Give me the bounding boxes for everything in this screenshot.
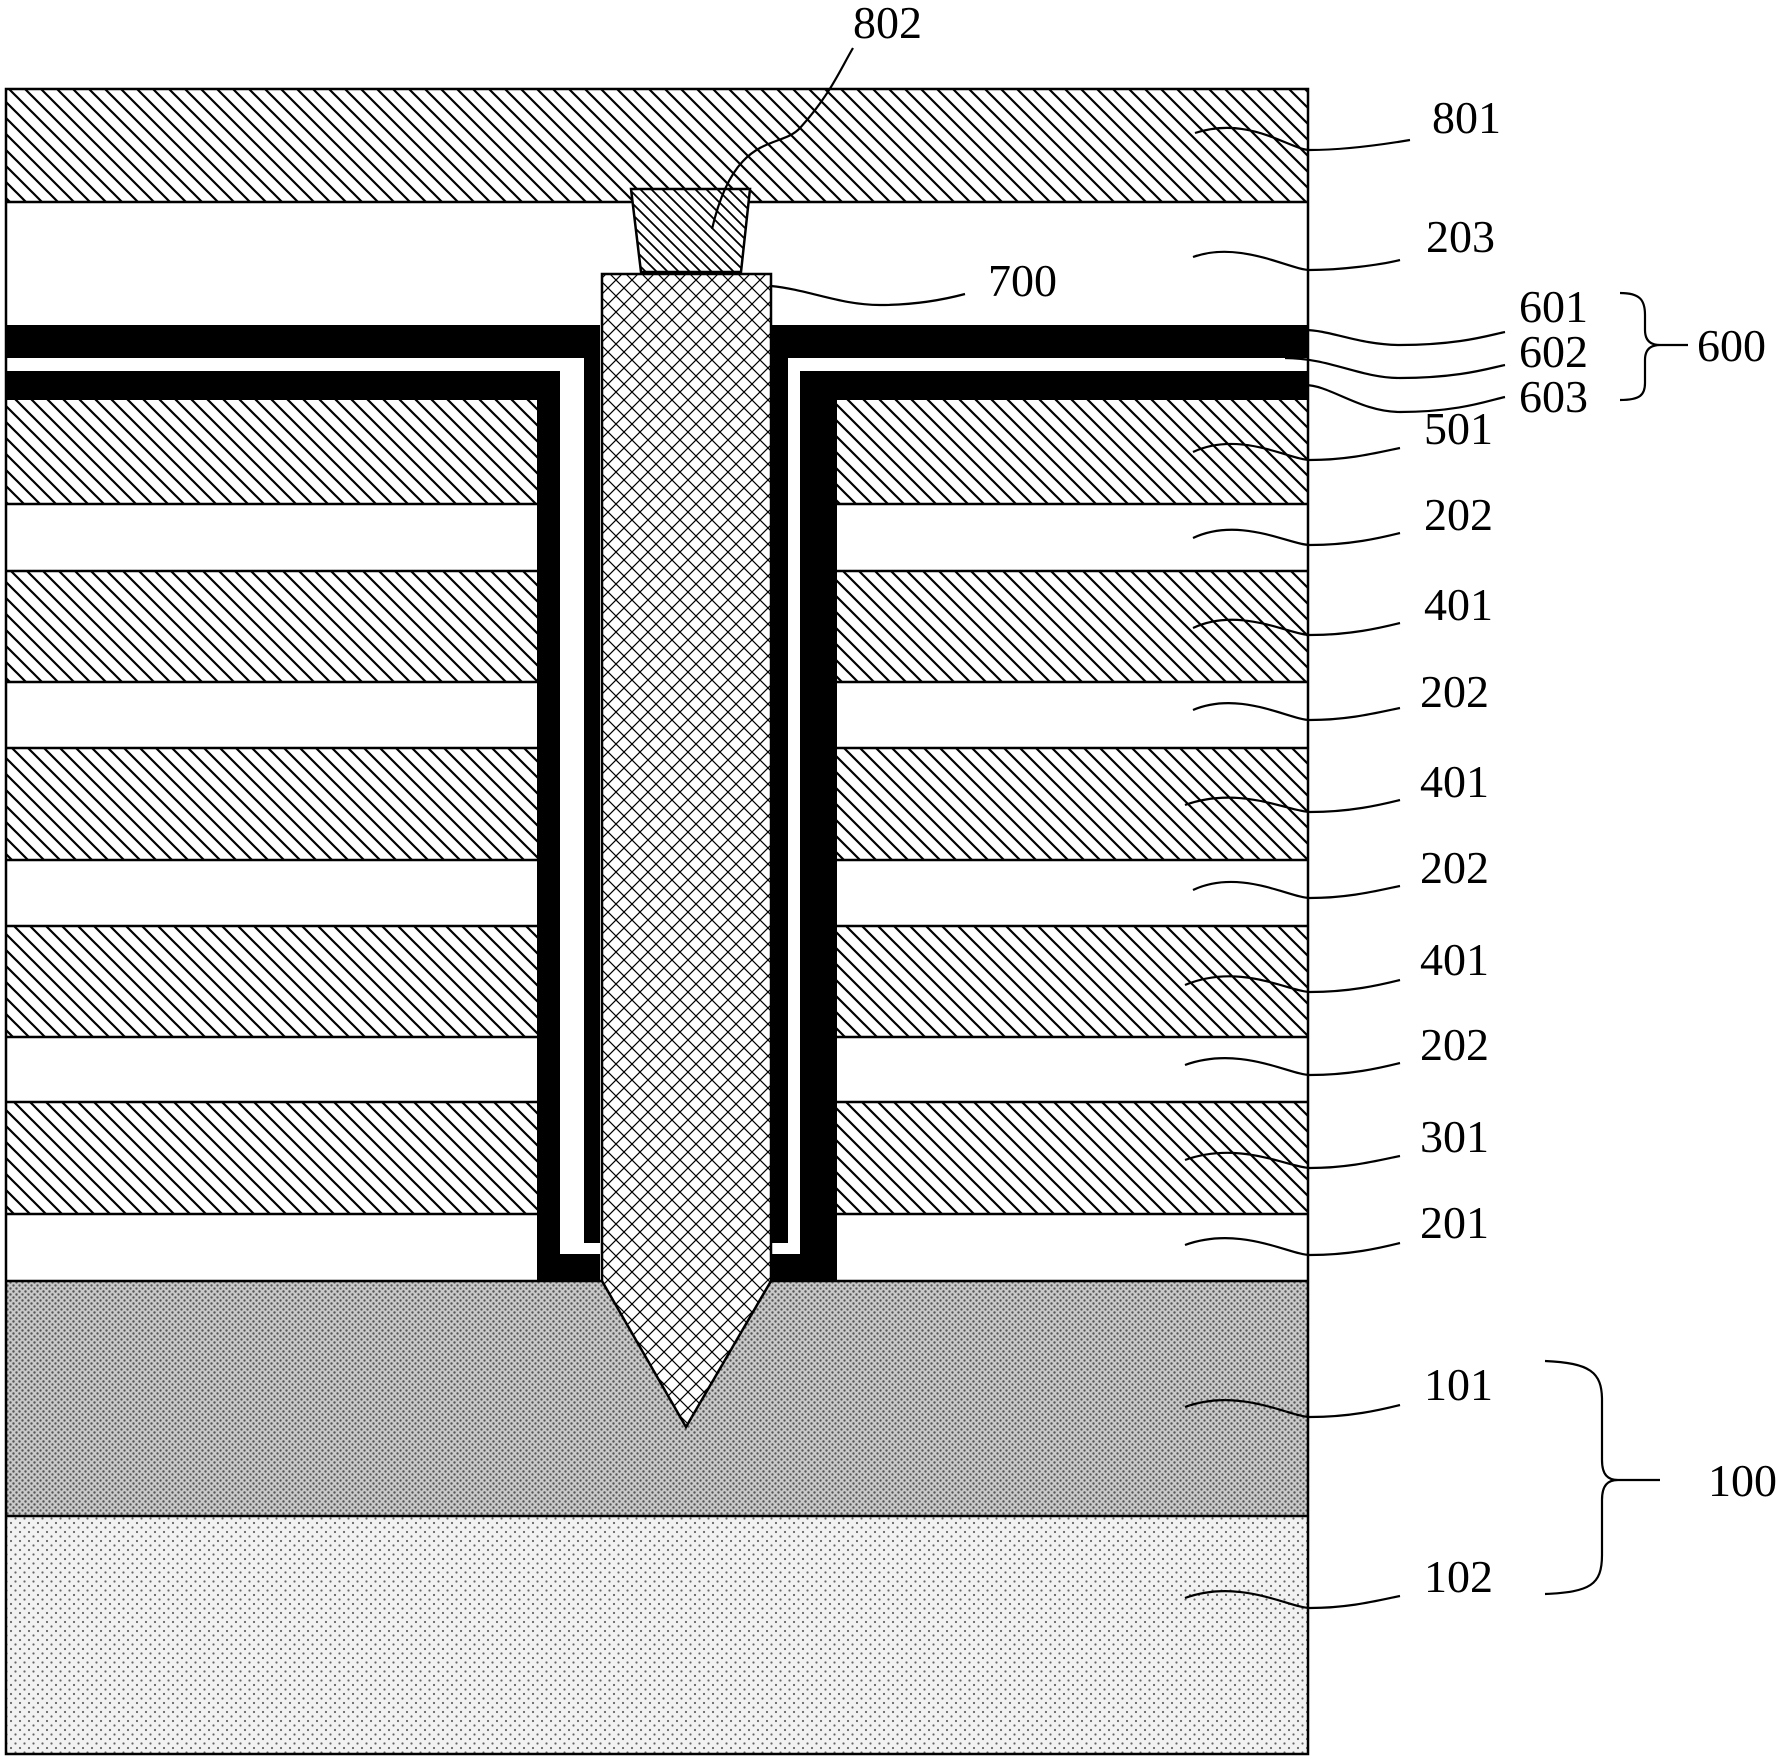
layer-201-left — [6, 1214, 537, 1281]
layer-202-left-c — [6, 860, 537, 926]
label-202-c: 202 — [1420, 842, 1489, 893]
layer-401-right-a — [837, 571, 1308, 682]
layer-801 — [6, 89, 1308, 202]
label-201: 201 — [1420, 1197, 1489, 1248]
layer-202-right-a — [837, 504, 1308, 571]
brace-600 — [1619, 291, 1661, 402]
label-601: 601 — [1519, 281, 1588, 332]
label-203: 203 — [1426, 211, 1495, 262]
layer-501-right — [837, 400, 1308, 504]
layer-202-right-b — [837, 682, 1308, 748]
layer-202-left-a — [6, 504, 537, 571]
label-401-b: 401 — [1420, 756, 1489, 807]
layer-603 — [6, 371, 1308, 1281]
layer-501-left — [6, 400, 537, 504]
label-501: 501 — [1424, 403, 1493, 454]
layer-boundaries — [6, 502, 1308, 1518]
label-102: 102 — [1424, 1551, 1493, 1602]
layer-401-right-c — [837, 926, 1308, 1037]
label-802: 802 — [853, 0, 922, 48]
layer-401-right-b — [837, 748, 1308, 860]
label-401-c: 401 — [1420, 934, 1489, 985]
layer-301-right — [837, 1102, 1308, 1214]
label-202-b: 202 — [1420, 666, 1489, 717]
label-401-a: 401 — [1424, 579, 1493, 630]
layer-202-right-d — [837, 1037, 1308, 1102]
label-100: 100 — [1708, 1455, 1777, 1506]
label-101: 101 — [1424, 1359, 1493, 1410]
layer-401-left-b — [6, 748, 537, 860]
outer-frame — [4, 87, 1310, 1756]
label-301: 301 — [1420, 1111, 1489, 1162]
label-700: 700 — [988, 255, 1057, 306]
label-600: 600 — [1697, 320, 1766, 371]
label-602: 602 — [1519, 326, 1588, 377]
layer-301-left — [6, 1102, 537, 1214]
label-801: 801 — [1432, 92, 1501, 143]
plug-700 — [600, 272, 773, 1430]
leader-lines — [710, 47, 1506, 1610]
label-202-a: 202 — [1424, 489, 1493, 540]
layer-202-left-d — [6, 1037, 537, 1102]
layer-201-right — [837, 1214, 1308, 1281]
contact-802 — [629, 187, 752, 274]
layer-202-left-b — [6, 682, 537, 748]
layer-202-right-c — [837, 860, 1308, 926]
layer-401-left-c — [6, 926, 537, 1037]
label-202-d: 202 — [1420, 1019, 1489, 1070]
layer-102 — [6, 1516, 1308, 1754]
layer-401-left-a — [6, 571, 537, 682]
brace-100 — [1544, 1359, 1619, 1596]
label-603: 603 — [1519, 371, 1588, 422]
